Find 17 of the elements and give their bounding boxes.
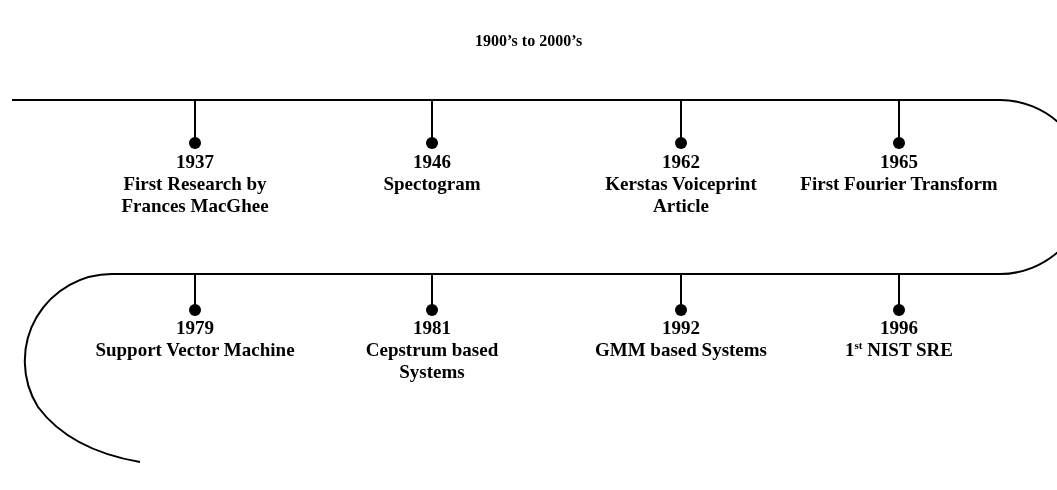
year-label: 1981 [412, 317, 452, 339]
event-description: Kerstas Voiceprint Article [604, 173, 758, 217]
year-label: 1937 [175, 151, 215, 173]
year-label: 1992 [661, 317, 701, 339]
event-description: Support Vector Machine [95, 339, 295, 361]
title: 1900’s to 2000’s [473, 32, 584, 50]
year-label: 1962 [661, 151, 701, 173]
event-description: GMM based Systems [593, 339, 769, 361]
event-description: First Research by Frances MacGhee [120, 173, 270, 217]
event-description: Cepstrum based Systems [364, 339, 500, 383]
year-label: 1996 [879, 317, 919, 339]
year-label: 1979 [175, 317, 215, 339]
year-label: 1946 [412, 151, 452, 173]
event-description: Spectogram [382, 173, 482, 195]
year-label: 1965 [879, 151, 919, 173]
event-description: 1$^{st}$ NIST SRE [844, 339, 954, 361]
event-description: First Fourier Transform [799, 173, 999, 195]
